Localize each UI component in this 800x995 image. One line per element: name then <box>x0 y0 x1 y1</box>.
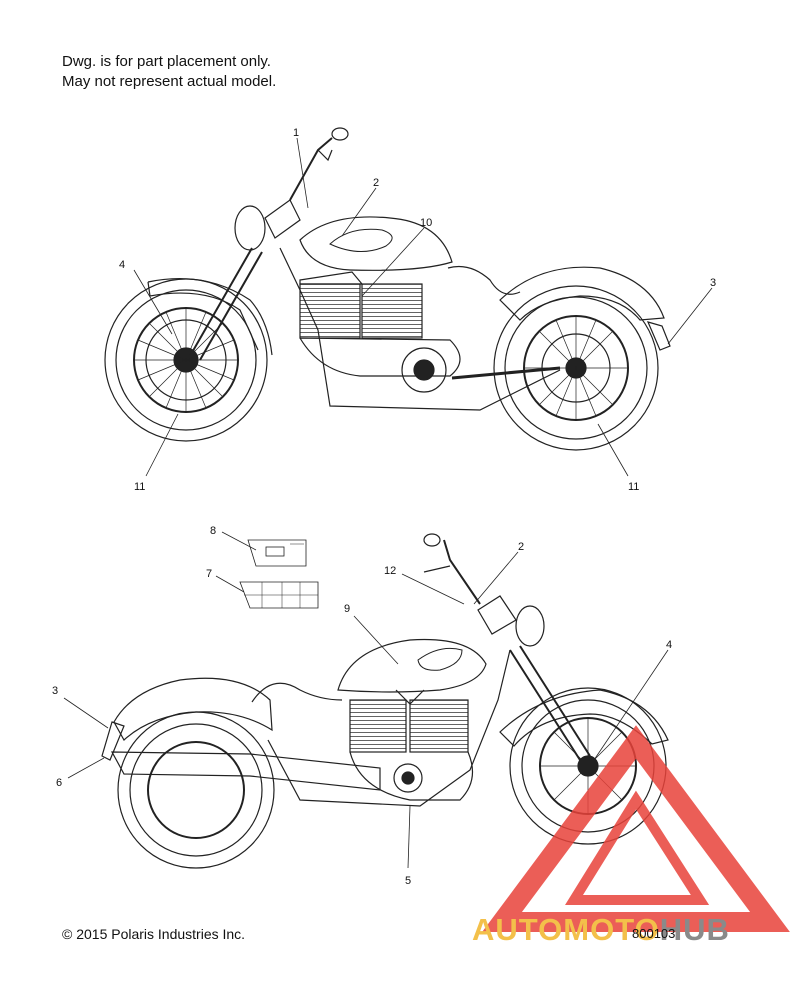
decal-label-7 <box>239 581 319 609</box>
callout-4-lower: 4 <box>666 639 672 651</box>
placement-note-line-2: May not represent actual model. <box>62 73 277 90</box>
watermark-text-hub: HUB <box>659 912 730 947</box>
lower-seat <box>251 682 343 703</box>
callout-10: 10 <box>420 217 432 229</box>
lower-motorcycle <box>101 533 669 869</box>
callout-7: 7 <box>206 568 212 580</box>
lower-front-fender <box>499 689 669 747</box>
callout-2: 2 <box>373 177 379 189</box>
lower-fork <box>509 645 591 761</box>
lower-rear-wheel <box>117 711 275 869</box>
upper-motorcycle <box>104 127 671 451</box>
drawing-number: 800103 <box>632 926 676 941</box>
upper-handlebar <box>289 137 333 201</box>
upper-leaders <box>133 137 713 477</box>
callout-8: 8 <box>210 525 216 537</box>
lower-callouts: 8 7 2 12 9 4 3 6 5 <box>52 525 672 887</box>
upper-seat <box>447 265 521 295</box>
callout-3-lower: 3 <box>52 685 58 697</box>
lower-leaders <box>63 531 669 869</box>
callout-3: 3 <box>710 277 716 289</box>
callout-5: 5 <box>405 875 411 887</box>
upper-fork <box>189 247 263 361</box>
callout-11-rear: 11 <box>628 481 639 493</box>
callout-2-lower: 2 <box>518 541 524 553</box>
upper-engine <box>299 271 461 393</box>
upper-frame <box>279 247 561 411</box>
lower-engine <box>349 689 474 801</box>
upper-rear-wheel <box>493 285 659 451</box>
callout-12: 12 <box>384 565 396 577</box>
upper-callouts: 1 2 10 4 3 11 11 <box>119 127 716 493</box>
watermark-text: AUTOMOTOHUB <box>472 912 730 948</box>
watermark-text-automoto: AUTOMOTO <box>472 912 660 947</box>
upper-rear-fender <box>499 266 665 321</box>
lower-frame <box>267 649 511 807</box>
lower-handlebar <box>443 539 481 605</box>
lower-fuel-tank <box>337 638 487 693</box>
upper-front-fender <box>147 277 273 356</box>
callout-1: 1 <box>293 127 299 139</box>
callout-4: 4 <box>119 259 125 271</box>
lower-rear-fender <box>113 677 273 741</box>
upper-fuel-tank <box>299 216 453 271</box>
callout-6: 6 <box>56 777 62 789</box>
decal-label-8 <box>247 539 307 567</box>
callout-9: 9 <box>344 603 350 615</box>
placement-note-line-1: Dwg. is for part placement only. <box>62 53 271 70</box>
watermark-logo <box>482 725 790 932</box>
upper-headlight <box>234 205 266 251</box>
lower-headlight <box>515 605 545 647</box>
copyright-text: © 2015 Polaris Industries Inc. <box>62 926 246 942</box>
placement-note: Dwg. is for part placement only. May not… <box>62 52 276 92</box>
upper-front-wheel <box>104 278 268 442</box>
callout-11-front: 11 <box>134 481 145 493</box>
